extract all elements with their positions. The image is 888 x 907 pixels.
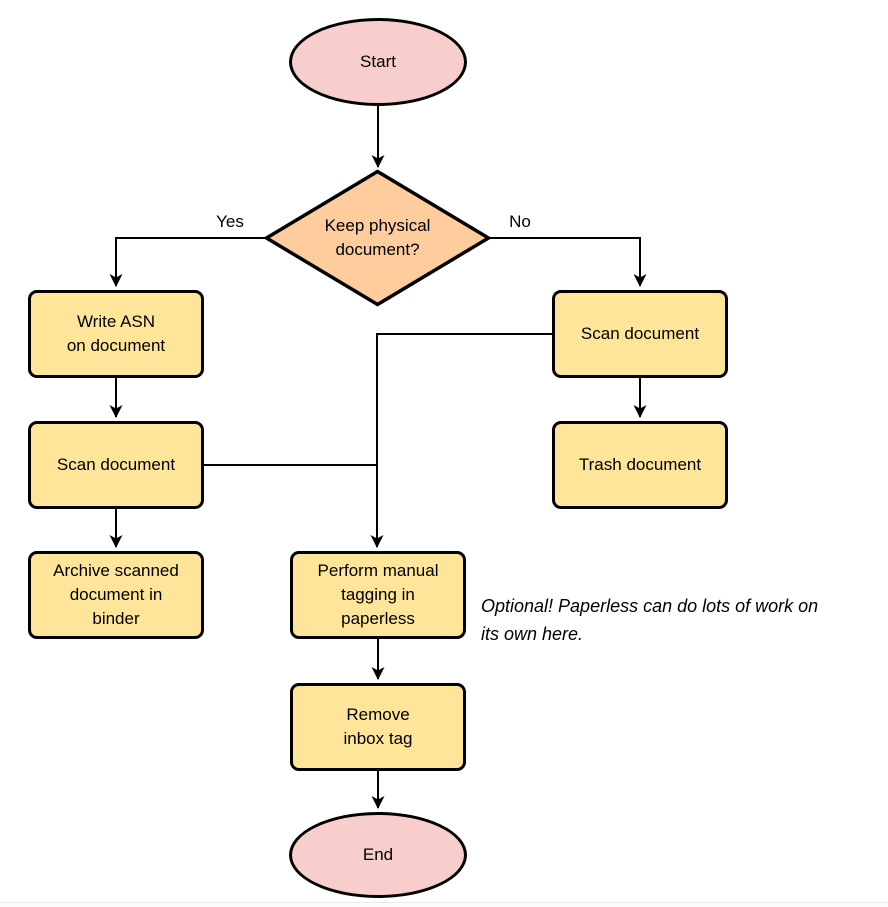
- edge-label-yes: Yes: [216, 212, 244, 231]
- node-tagging-label: Perform manual tagging in paperless: [317, 561, 439, 628]
- node-perform-manual-tagging: Perform manual tagging in paperless: [290, 551, 466, 639]
- node-archive-label: Archive scanned document in binder: [53, 561, 179, 628]
- edge-label-no: No: [509, 212, 531, 231]
- node-scan-left-label: Scan document: [56, 455, 176, 474]
- node-trash-document: Trash document: [552, 421, 728, 509]
- node-decision-keep-physical-document: Keep physical document?: [287, 172, 468, 304]
- node-scan-document-left: Scan document: [28, 421, 204, 509]
- node-write-asn-on-document: Write ASN on document: [28, 290, 204, 378]
- annotation-optional-paperless: Optional! Paperless can do lots of work …: [481, 596, 819, 644]
- decision-diamond-shape: [263, 169, 492, 307]
- edge-decision-to-write-asn: [109, 237, 266, 287]
- node-remove-inbox-tag: Remove inbox tag: [290, 683, 466, 771]
- page-bottom-area: [0, 903, 888, 907]
- node-start: Start: [289, 18, 467, 106]
- node-archive-scanned-document: Archive scanned document in binder: [28, 551, 204, 639]
- node-end: End: [289, 812, 467, 898]
- node-trash-label: Trash document: [578, 455, 702, 474]
- node-write-asn-label: Write ASN on document: [66, 312, 166, 355]
- node-start-label: Start: [360, 52, 396, 71]
- node-end-label: End: [362, 845, 394, 864]
- node-scan-right-label: Scan document: [580, 324, 700, 343]
- edge-decision-to-scan-right: [489, 237, 647, 287]
- node-decision-label: Keep physical document?: [324, 216, 431, 259]
- node-remove-inbox-label: Remove inbox tag: [343, 705, 413, 748]
- page-bottom-divider: [0, 902, 888, 903]
- node-scan-document-right: Scan document: [552, 290, 728, 378]
- edge-scan-right-to-tagging: [370, 333, 552, 548]
